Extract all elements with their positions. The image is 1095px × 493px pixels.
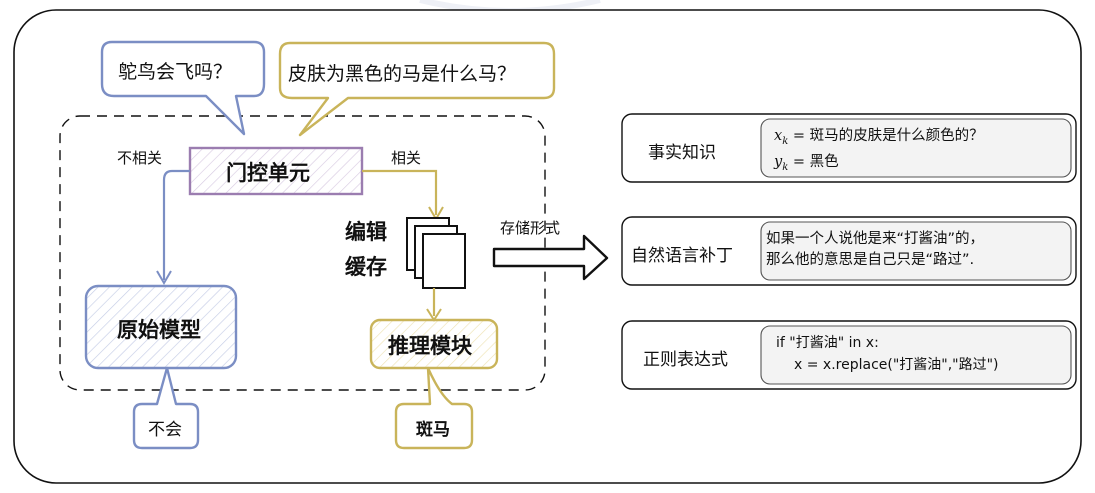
gate-unit-label: 门控单元 <box>226 161 310 185</box>
answer-bubble-zebra <box>394 366 474 450</box>
card-content-regex: if "打酱油" in x: x = x.replace("打酱油","路过") <box>776 332 999 376</box>
original-model-label: 原始模型 <box>117 318 201 342</box>
card-panel-regex <box>760 325 1072 385</box>
answer-no-text: 不会 <box>148 420 182 440</box>
card-content-patch: 如果一个人说他是来“打酱油”的， 那么他的意思是自己只是“路过”. <box>766 229 984 271</box>
reasoning-module-box <box>369 318 499 370</box>
question-bubble-skin <box>278 41 556 137</box>
fact-line-x: xk = 斑马的皮肤是什么颜色的？ <box>774 128 984 147</box>
fact-line-y: yk = 黑色 <box>774 153 839 173</box>
card-panel-patch <box>760 221 1072 281</box>
card-content-fact: xk = 斑马的皮肤是什么颜色的？ yk = 黑色 <box>774 126 984 178</box>
relevant-label: 相关 <box>391 149 422 167</box>
question-skin-text: 皮肤为黑色的马是什么马？ <box>288 63 517 85</box>
relevant-path <box>362 169 438 215</box>
original-model-box <box>84 284 238 370</box>
regex-line-2: x = x.replace("打酱油","路过") <box>794 357 999 373</box>
edit-cache-label-line2: 缓存 <box>345 255 387 279</box>
question-ostrich-text: 鸵鸟会飞吗？ <box>118 61 233 83</box>
card-panel-fact <box>760 118 1072 178</box>
question-bubble-ostrich <box>100 40 266 136</box>
cache-doc-3 <box>422 233 466 289</box>
regex-line-1: if "打酱油" in x: <box>776 335 879 351</box>
card-title-patch: 自然语言补丁 <box>631 246 733 266</box>
irrelevant-label: 不相关 <box>117 149 163 167</box>
storage-arrow <box>492 234 609 281</box>
reasoning-module-label: 推理模块 <box>388 334 472 358</box>
irrelevant-path <box>162 169 190 280</box>
storage-form-label: 存储形式 <box>500 219 561 237</box>
card-title-regex: 正则表达式 <box>643 350 728 370</box>
dashed-region <box>59 115 546 391</box>
arrowhead-blue <box>156 270 172 285</box>
answer-zebra-text: 斑马 <box>416 420 450 440</box>
answer-bubble-no <box>132 366 200 450</box>
patch-line-1: 如果一个人说他是来“打酱油”的， <box>766 231 985 247</box>
edit-cache-label-line1: 编辑 <box>345 220 387 244</box>
card-title-fact: 事实知识 <box>648 143 716 163</box>
patch-line-2: 那么他的意思是自己只是“路过”. <box>766 252 975 268</box>
